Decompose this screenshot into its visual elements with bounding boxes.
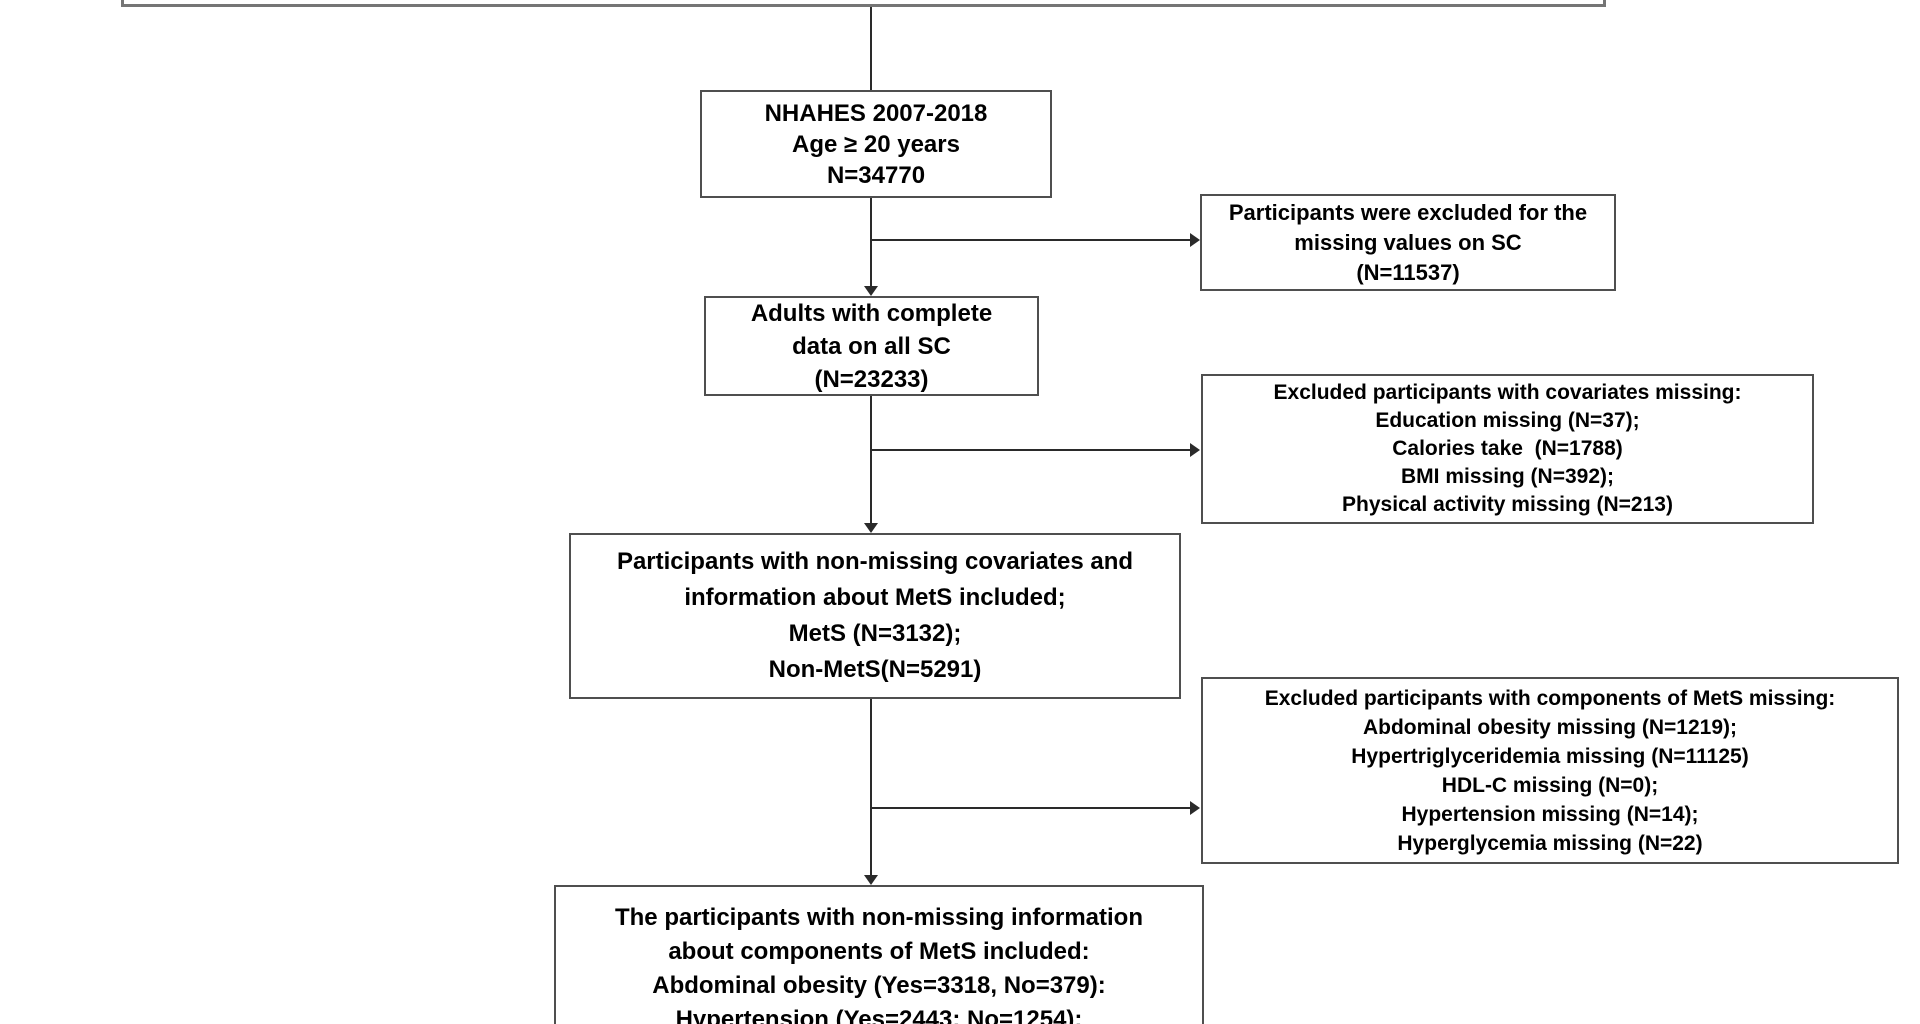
box-text-line: Excluded participants with covariates mi…	[1273, 381, 1742, 404]
box-text-line: missing values on SC	[1294, 229, 1522, 255]
box-text-line: Age ≥ 20 years	[792, 130, 960, 158]
flowchart-box-final-included: The participants with non-missing inform…	[554, 885, 1204, 1024]
box-text-line: Hypertension missing (N=14);	[1401, 802, 1699, 826]
connector-top-to-initial	[870, 7, 872, 90]
flowchart-box-nonmissing-covariates: Participants with non-missing covariates…	[569, 533, 1181, 699]
box-text-line: N=34770	[826, 161, 926, 189]
arrowhead-down-icon	[864, 286, 878, 296]
box-text-line: HDL-C missing (N=0);	[1441, 773, 1659, 797]
arrowhead-right-icon	[1190, 233, 1200, 247]
connector-initial-to-complete	[870, 198, 872, 287]
box-text-line: Hyperglycemia missing (N=22)	[1397, 831, 1703, 855]
box-text-line: Physical activity missing (N=213)	[1342, 493, 1673, 516]
arrowhead-right-icon	[1190, 443, 1200, 457]
box-text-line: Participants were excluded for the	[1228, 199, 1588, 225]
flowchart-box-excluded-covariates: Excluded participants with covariates mi…	[1201, 374, 1814, 524]
flowchart-box-excluded-mets-components: Excluded participants with components of…	[1201, 677, 1899, 864]
box-text-line: The participants with non-missing inform…	[614, 904, 1143, 931]
box-text-line: Adults with complete	[750, 299, 993, 327]
box-text-line: NHAHES 2007-2018	[764, 99, 988, 127]
arrowhead-down-icon	[864, 875, 878, 885]
connector-complete-to-nonmissing	[870, 396, 872, 524]
box-text-line: Hypertriglyceridemia missing (N=11125)	[1351, 744, 1749, 768]
box-text-line: Excluded participants with components of…	[1264, 686, 1836, 710]
box-text-line: information about MetS included;	[684, 584, 1066, 611]
connector-nonmissing-to-final	[870, 699, 872, 876]
box-text-line: Calories take (N=1788)	[1392, 437, 1623, 460]
flowchart-box-top-partial	[121, 0, 1606, 7]
connector-branch-excluded-sc	[870, 239, 1192, 241]
box-text-line: Abdominal obesity missing (N=1219);	[1362, 715, 1737, 739]
connector-branch-excluded-mets	[870, 807, 1191, 809]
arrowhead-right-icon	[1190, 801, 1200, 815]
box-text-line: (N=23233)	[814, 365, 929, 393]
flowchart-box-excluded-missing-sc: Participants were excluded for the missi…	[1200, 194, 1616, 291]
box-text-line: BMI missing (N=392);	[1401, 465, 1614, 488]
box-text-line: Abdominal obesity (Yes=3318, No=379):	[652, 972, 1106, 999]
box-text-line: Education missing (N=37);	[1375, 409, 1640, 432]
box-text-line: Non-MetS(N=5291)	[768, 656, 982, 683]
box-text-line: Participants with non-missing covariates…	[616, 548, 1134, 575]
box-text-line: Hypertension (Yes=2443: No=1254):	[675, 1006, 1083, 1024]
box-text-line: (N=11537)	[1356, 259, 1460, 285]
connector-branch-excluded-covariates	[870, 449, 1191, 451]
box-text-line: data on all SC	[792, 332, 951, 360]
box-text-line: about components of MetS included:	[668, 938, 1090, 965]
flowchart-box-complete-sc: Adults with complete data on all SC (N=2…	[704, 296, 1039, 396]
box-text-line: MetS (N=3132);	[788, 620, 962, 647]
arrowhead-down-icon	[864, 523, 878, 533]
flowchart-box-initial-sample: NHAHES 2007-2018 Age ≥ 20 years N=34770	[700, 90, 1052, 198]
